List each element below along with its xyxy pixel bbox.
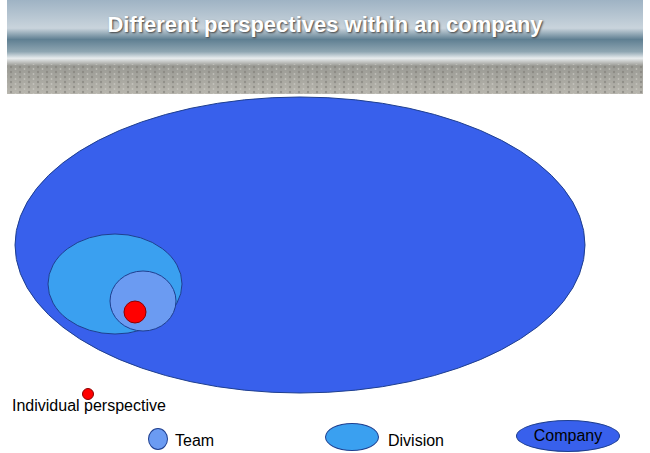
beach-texture [7,64,643,94]
legend-division-text: Division [388,432,444,450]
title-text: Different perspectives within an company [0,12,650,38]
legend-division-swatch [325,423,379,451]
legend-team-text: Team [175,432,214,450]
legend-individual-text: Individual perspective [12,397,166,415]
division-ellipse [48,234,182,334]
legend-company-text: Company [534,427,602,445]
legend-team-swatch [148,428,168,450]
team-ellipse [110,271,176,331]
company-ellipse [15,97,585,393]
individual-dot [124,301,146,323]
